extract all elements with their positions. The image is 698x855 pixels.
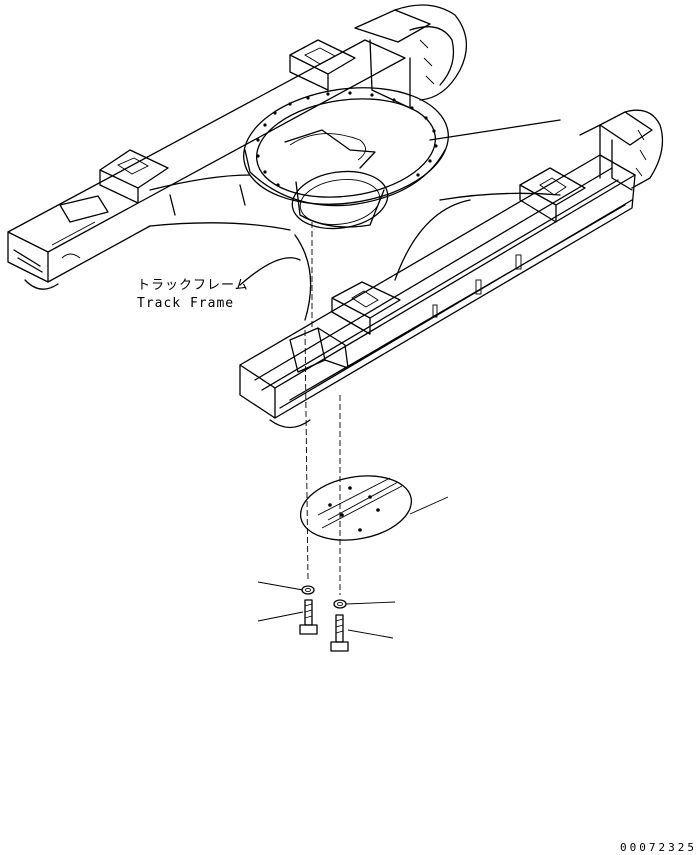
- right-track-frame-rail: [239, 154, 636, 429]
- swing-circle-bolt-holes: [256, 91, 438, 187]
- track-frame-label-jp: トラックフレーム: [137, 278, 249, 293]
- track-frame-label-en: Track Frame: [137, 296, 234, 311]
- left-track-frame-rail: [7, 39, 406, 290]
- center-crossmember: [149, 119, 561, 321]
- right-roller-pads: [331, 167, 586, 335]
- swing-circle: [243, 87, 449, 230]
- drawing-code: 00072325: [620, 841, 697, 854]
- left-idler-pad: [99, 149, 169, 204]
- front-idler-yoke: [579, 109, 664, 191]
- assembly-center-lines: [304, 222, 341, 595]
- bolts: [299, 599, 349, 652]
- rail-slots: [432, 254, 522, 318]
- cover-plate: [299, 475, 413, 541]
- leader-lines: [257, 496, 449, 639]
- rear-idler-yoke: [289, 4, 467, 109]
